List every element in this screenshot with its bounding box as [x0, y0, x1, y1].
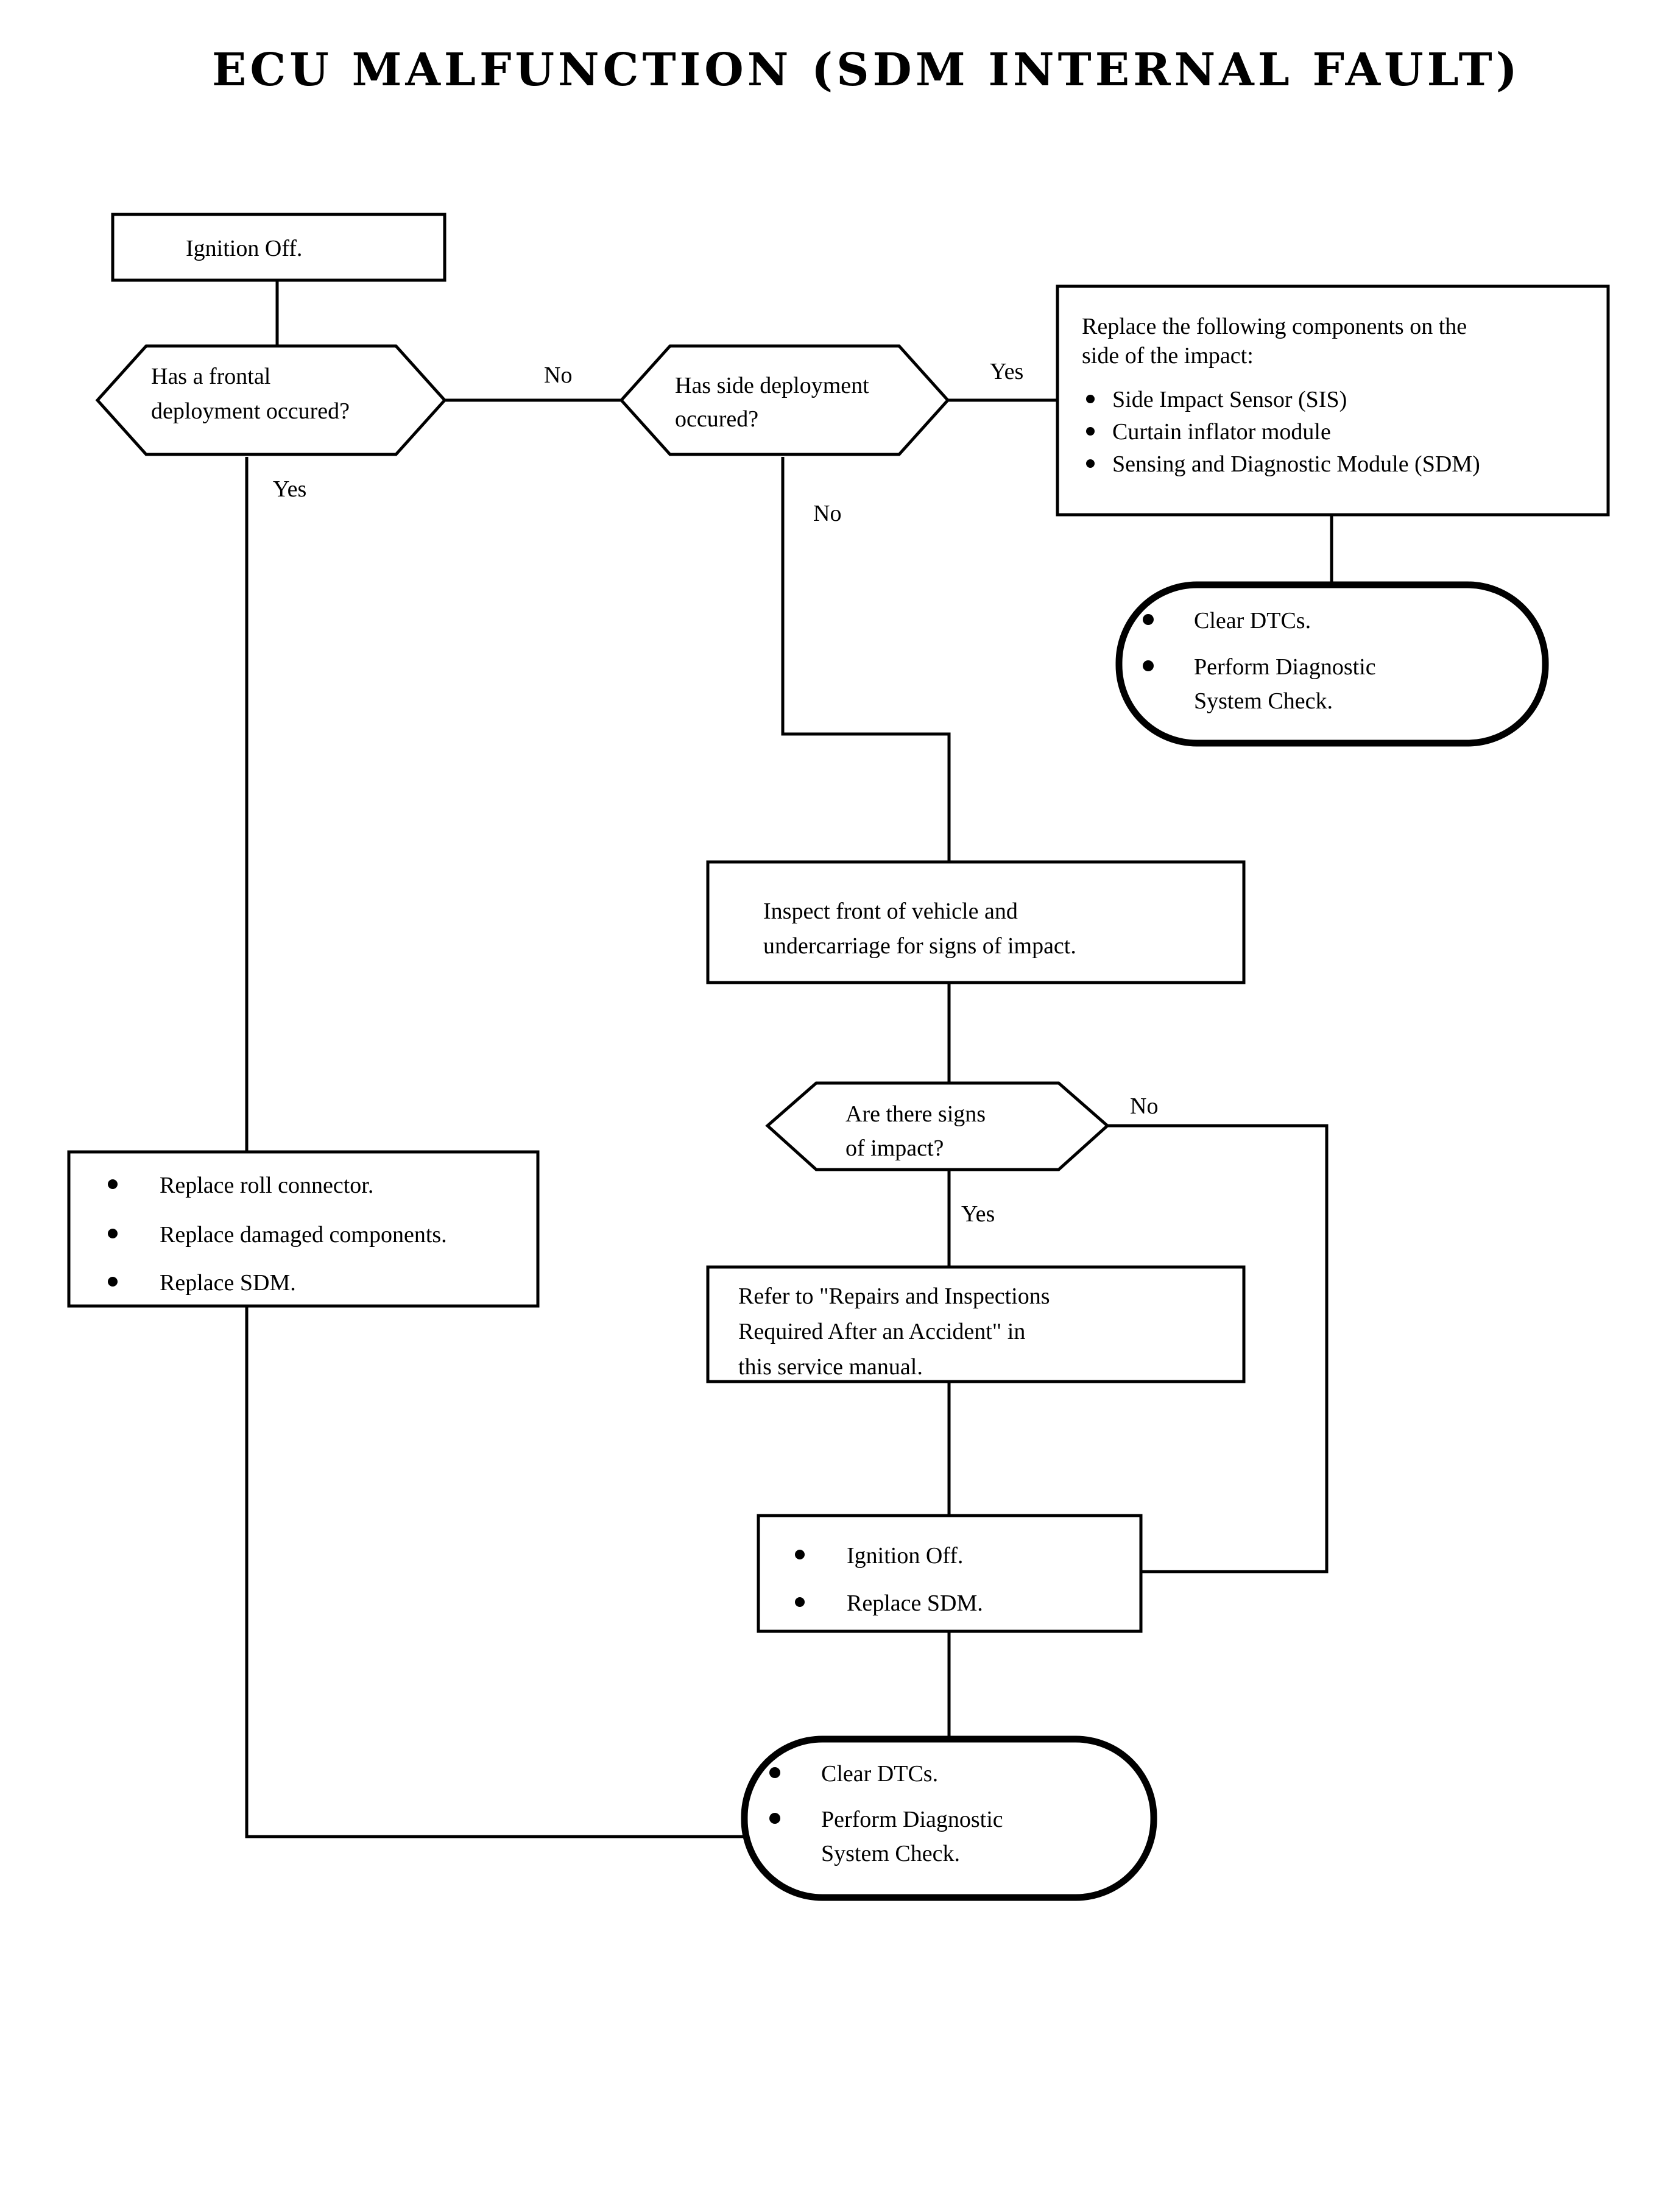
refer-to-repairs-line-1: Refer to "Repairs and Inspections — [738, 1283, 1050, 1309]
clear-dtcs-side-bullet-2-line-2: System Check. — [1194, 688, 1333, 714]
side-deployment-line-2: occured? — [675, 406, 758, 432]
bullet-dot-icon — [1086, 395, 1095, 403]
ignition-off-start-line-1: Ignition Off. — [186, 236, 302, 261]
edge-label-frontal-yes: Yes — [273, 476, 306, 502]
replace-side-components-heading-2: side of the impact: — [1082, 343, 1254, 369]
inspect-front-vehicle-box — [706, 860, 1246, 984]
replace-frontal-bullet-3: Replace SDM. — [160, 1270, 296, 1296]
edge-label-impact-no: No — [1130, 1093, 1158, 1119]
node-replace-side-components[interactable]: Replace the following components on the … — [1056, 284, 1610, 517]
node-inspect-front-vehicle[interactable]: Inspect front of vehicle and undercarria… — [706, 860, 1246, 984]
edge-label-side-no: No — [813, 501, 841, 526]
frontal-deployment-hexagon — [95, 344, 447, 456]
connector-frontal-yes-to-final — [245, 457, 744, 1838]
signs-of-impact-line-2: of impact? — [845, 1135, 944, 1161]
clear-dtcs-side-bullet-1-line-1: Clear DTCs. — [1194, 608, 1311, 634]
side-deployment-hexagon — [619, 344, 950, 456]
clear-dtcs-side-bullet-2-line-1: Perform Diagnostic — [1194, 654, 1376, 680]
replace-frontal-components-box — [67, 1150, 540, 1308]
bullet-dot-icon — [1086, 459, 1095, 468]
bullet-dot-icon — [1086, 427, 1095, 436]
connector-layer — [245, 280, 1333, 1838]
node-replace-frontal-components[interactable]: Replace roll connector. Replace damaged … — [67, 1150, 540, 1308]
node-ignition-off-start[interactable]: Ignition Off. — [111, 213, 446, 282]
clear-dtcs-final-bullet-1-line-1: Clear DTCs. — [821, 1761, 938, 1787]
signs-of-impact-line-1: Are there signs — [845, 1101, 986, 1127]
node-ignition-off-replace-sdm[interactable]: Ignition Off. Replace SDM. — [757, 1514, 1143, 1633]
side-deployment-line-1: Has side deployment — [675, 373, 869, 398]
replace-side-components-bullet-3: Sensing and Diagnostic Module (SDM) — [1112, 451, 1480, 477]
clear-dtcs-final-bullet-2-line-1: Perform Diagnostic — [821, 1807, 1003, 1832]
frontal-deployment-line-1: Has a frontal — [151, 364, 270, 389]
signs-of-impact-hexagon — [765, 1081, 1110, 1171]
node-refer-to-repairs-manual[interactable]: Refer to "Repairs and Inspections Requir… — [706, 1265, 1246, 1383]
clear-dtcs-final-bullet-2-line-2: System Check. — [821, 1841, 960, 1866]
connector-side-no-to-inspect — [781, 457, 951, 862]
clear-dtcs-final-terminator-shape — [741, 1735, 1157, 1901]
refer-to-repairs-manual-box — [706, 1265, 1246, 1383]
frontal-deployment-line-2: deployment occured? — [151, 398, 350, 424]
inspect-front-vehicle-line-2: undercarriage for signs of impact. — [763, 933, 1076, 959]
replace-side-components-bullet-1: Side Impact Sensor (SIS) — [1112, 387, 1347, 412]
connector-signs-no-to-ignition — [1107, 1124, 1329, 1573]
bullet-dot-icon — [769, 1767, 780, 1778]
ignition-off-start-box — [111, 213, 446, 282]
bullet-dot-icon — [1143, 614, 1154, 625]
inspect-front-vehicle-line-1: Inspect front of vehicle and — [763, 898, 1018, 924]
replace-frontal-bullet-1: Replace roll connector. — [160, 1173, 373, 1198]
replace-frontal-bullet-2: Replace damaged components. — [160, 1222, 447, 1248]
bullet-dot-icon — [108, 1179, 118, 1189]
bullet-dot-icon — [1143, 660, 1154, 671]
bullet-dot-icon — [108, 1229, 118, 1238]
node-clear-dtcs-final-terminator[interactable]: Clear DTCs. Perform Diagnostic System Ch… — [741, 1735, 1157, 1901]
replace-side-components-box — [1056, 284, 1610, 517]
edge-label-frontal-no: No — [544, 362, 572, 388]
page-title: ECU MALFUNCTION (SDM INTERNAL FAULT) — [212, 44, 1521, 96]
clear-dtcs-side-terminator-shape — [1115, 581, 1549, 747]
refer-to-repairs-line-2: Required After an Accident" in — [738, 1319, 1025, 1344]
refer-to-repairs-line-3: this service manual. — [738, 1354, 923, 1380]
ignition-off-replace-sdm-bullet-2: Replace SDM. — [847, 1590, 983, 1616]
bullet-dot-icon — [108, 1277, 118, 1287]
node-frontal-deployment-decision[interactable]: Has a frontal deployment occured? — [95, 344, 447, 456]
bullet-dot-icon — [769, 1813, 780, 1824]
replace-side-components-bullet-2: Curtain inflator module — [1112, 419, 1331, 445]
bullet-dot-icon — [795, 1597, 805, 1607]
edge-label-impact-yes: Yes — [961, 1201, 995, 1227]
node-side-deployment-decision[interactable]: Has side deployment occured? — [619, 344, 950, 456]
replace-side-components-heading-1: Replace the following components on the — [1082, 314, 1467, 339]
node-clear-dtcs-side-terminator[interactable]: Clear DTCs. Perform Diagnostic System Ch… — [1115, 581, 1549, 747]
bullet-dot-icon — [795, 1550, 805, 1559]
ignition-off-replace-sdm-box — [757, 1514, 1143, 1633]
edge-label-side-yes: Yes — [990, 359, 1023, 384]
ignition-off-replace-sdm-bullet-1: Ignition Off. — [847, 1543, 963, 1569]
node-signs-of-impact-decision[interactable]: Are there signs of impact? — [765, 1081, 1110, 1171]
